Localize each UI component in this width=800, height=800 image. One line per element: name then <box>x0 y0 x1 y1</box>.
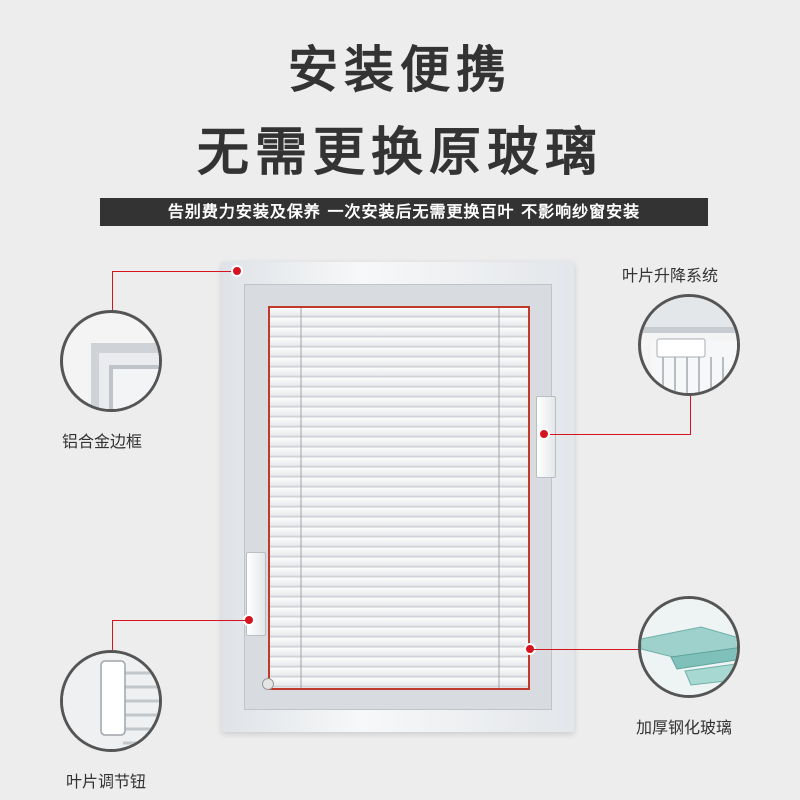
glass-callout-line-h <box>532 649 640 650</box>
frame-corner-illustration <box>91 343 159 409</box>
headline-line-2: 无需更换原玻璃 <box>196 123 603 183</box>
adjust-knob-illustration <box>63 653 159 749</box>
lift-system-detail-circle <box>638 294 740 396</box>
frame-callout-label: 铝合金边框 <box>62 432 143 451</box>
glass-detail-circle <box>638 596 740 698</box>
lift-system-callout-dot <box>538 428 550 440</box>
adjust-knob-callout-line-v <box>112 620 113 650</box>
frame-callout-line-h <box>112 271 238 272</box>
lift-system-callout-label: 叶片升降系统 <box>622 266 719 285</box>
frame-detail-circle <box>60 310 162 412</box>
lift-system-callout-line-h <box>546 434 691 435</box>
headline-line-1: 安装便携 <box>288 41 512 99</box>
adjust-knob-detail-circle <box>60 650 162 752</box>
lift-system-callout-line-v <box>690 396 691 434</box>
frame-callout-line-v <box>112 271 113 311</box>
corner-screw-icon <box>262 678 274 690</box>
blinds-glass-area <box>268 306 530 690</box>
blind-cord-left <box>300 308 302 688</box>
frame-callout-dot <box>231 265 243 277</box>
lift-system-illustration <box>641 297 737 393</box>
subheadline-banner: 告别费力安装及保养 一次安装后无需更换百叶 不影响纱窗安装 <box>100 198 708 226</box>
adjust-knob-callout-line-h <box>112 620 250 621</box>
adjust-knob-callout-label: 叶片调节钮 <box>66 772 147 791</box>
tempered-glass-illustration <box>641 599 737 695</box>
glass-callout-label: 加厚钢化玻璃 <box>636 718 733 737</box>
blind-cord-right <box>498 308 500 688</box>
